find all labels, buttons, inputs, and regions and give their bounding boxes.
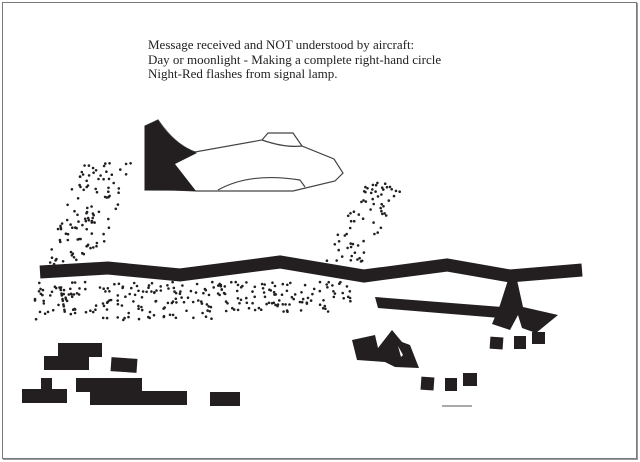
ground-line <box>39 255 583 283</box>
caption-line-1: Message received and NOT understood by a… <box>148 37 415 52</box>
signal-caption: Message received and NOT understood by a… <box>148 37 442 82</box>
caption-line-2: Day or moonlight - Making a complete rig… <box>148 51 442 67</box>
ground-signal-right <box>352 280 558 391</box>
ground-signal-left <box>22 343 240 406</box>
caption-line-3: Night-Red flashes from signal lamp. <box>148 66 338 81</box>
dot-cloud-left <box>33 162 402 322</box>
aircraft-icon <box>144 119 344 192</box>
